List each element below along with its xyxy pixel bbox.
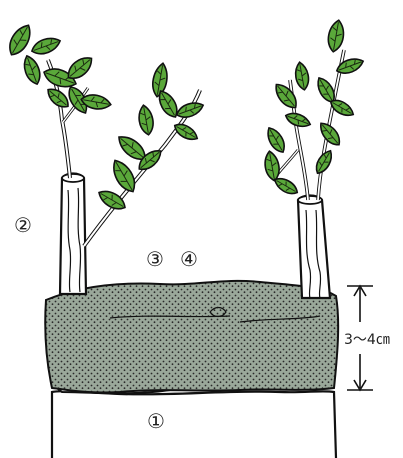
leaf: [326, 19, 346, 53]
label-3: ③: [146, 247, 164, 271]
leaf: [271, 80, 301, 112]
leaf: [137, 104, 156, 136]
thickness-label: 3〜4㎝: [344, 332, 390, 348]
leaf: [108, 156, 140, 195]
leaves: [5, 19, 366, 213]
label-4: ④: [180, 247, 198, 271]
leaf: [30, 35, 63, 58]
soil-layer: [45, 281, 338, 393]
leaf: [264, 125, 289, 155]
leaf: [293, 61, 310, 91]
label-1: ①: [147, 409, 165, 433]
leaf: [5, 21, 36, 58]
leaf: [175, 99, 206, 120]
leaf: [263, 150, 282, 182]
leaf: [21, 54, 44, 87]
thickness-dimension: 3〜4㎝: [344, 286, 390, 390]
label-2: ②: [14, 213, 32, 237]
